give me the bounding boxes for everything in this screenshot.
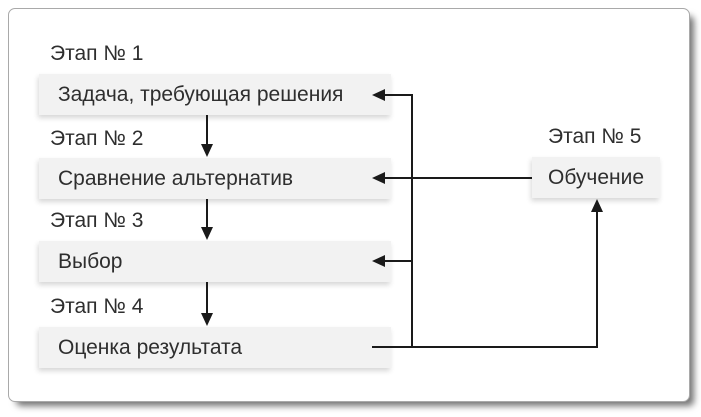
arrow-stage3-to-stage4-head-icon	[201, 313, 213, 326]
arrow-stage2-to-stage3-head-icon	[201, 227, 213, 240]
arrow-learning-to-stage2-line	[385, 177, 532, 179]
arrow-learning-to-stage2-head-icon	[372, 172, 385, 184]
arrow-evaluation-to-learning-line	[596, 212, 598, 348]
arrow-stage2-to-stage3-line	[206, 199, 208, 227]
stage-2-box-comparison: Сравнение альтернатив	[39, 158, 391, 199]
feedback-to-stage1-head-icon	[372, 89, 385, 101]
arrow-stage3-to-stage4-line	[206, 282, 208, 313]
feedback-to-stage3-line	[385, 260, 413, 262]
arrow-evaluation-to-learning-head-icon	[591, 199, 603, 212]
arrow-stage1-to-stage2-head-icon	[201, 144, 213, 157]
stage-4-label: Этап № 4	[50, 295, 144, 318]
stage-5-label: Этап № 5	[548, 125, 642, 148]
stage-3-label: Этап № 3	[50, 209, 144, 232]
stage-1-box-task: Задача, требующая решения	[39, 74, 391, 115]
stage-5-box-learning: Обучение	[532, 157, 660, 198]
stage-2-label: Этап № 2	[50, 127, 144, 150]
arrow-stage1-to-stage2-line	[206, 115, 208, 144]
stage-1-label: Этап № 1	[50, 42, 144, 65]
feedback-trunk-line	[411, 94, 413, 348]
stage-3-box-choice: Выбор	[39, 241, 391, 282]
feedback-to-stage3-head-icon	[372, 255, 385, 267]
feedback-bottom-line	[372, 346, 598, 348]
stage-4-box-evaluation: Оценка результата	[39, 327, 391, 368]
feedback-to-stage1-line	[385, 94, 413, 96]
